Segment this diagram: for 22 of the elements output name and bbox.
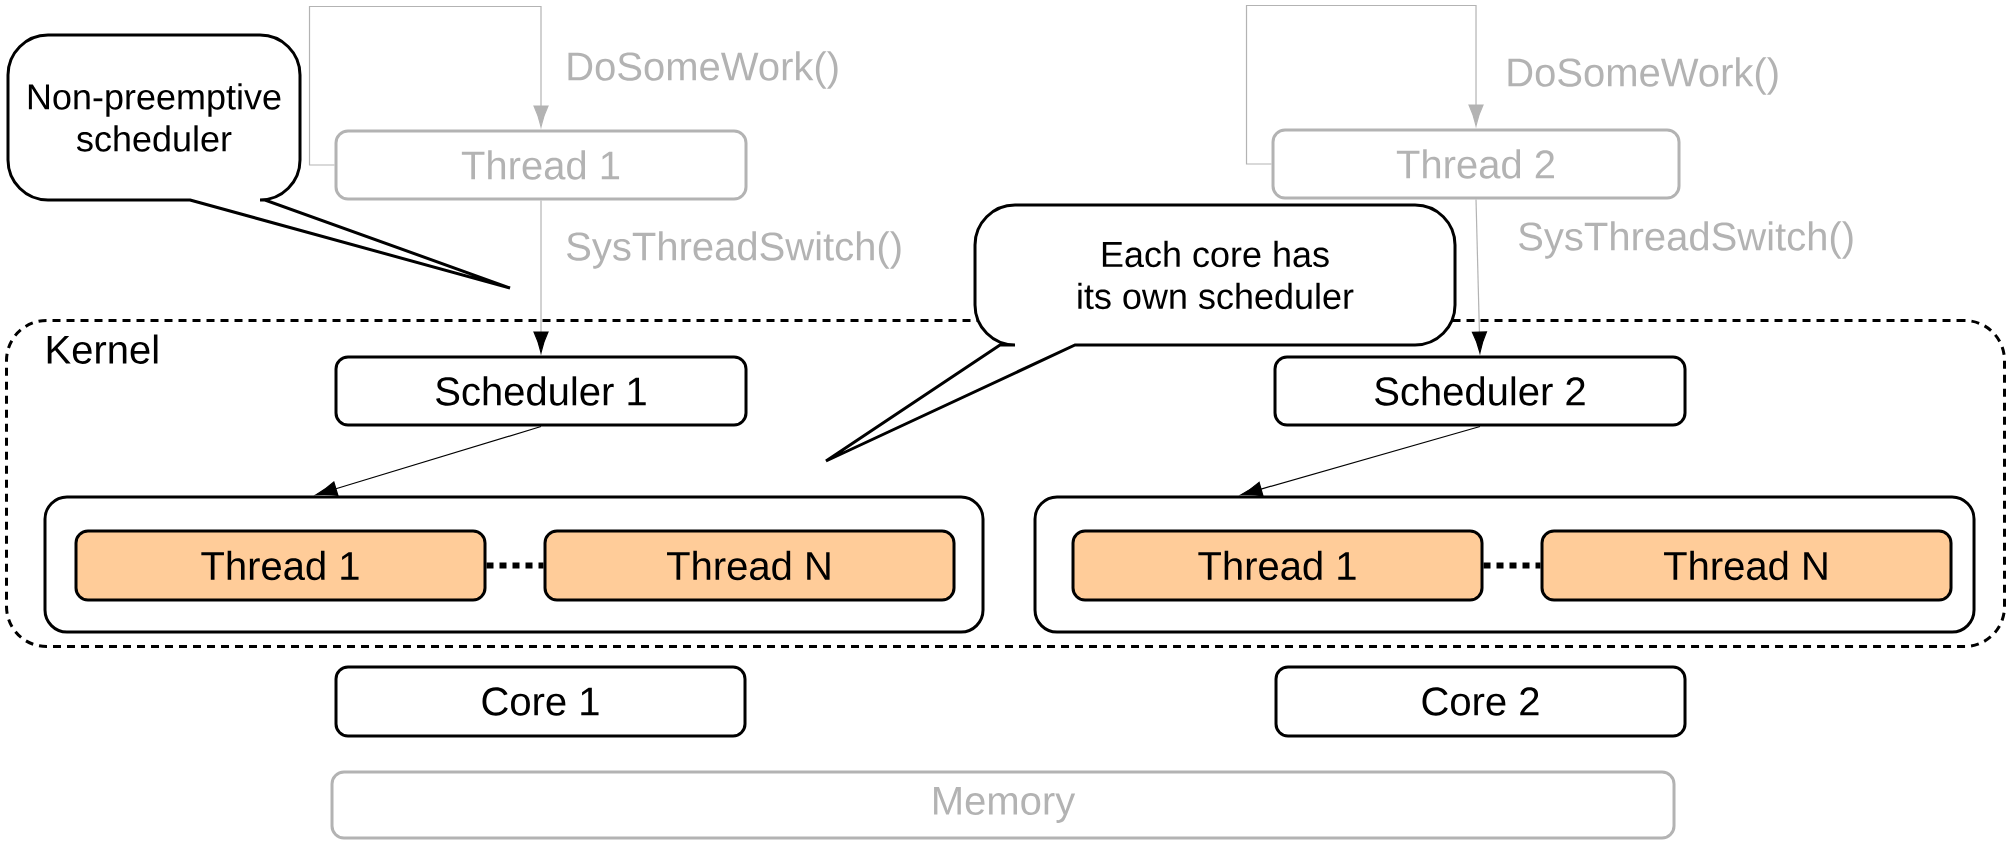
arrow [533,199,549,354]
thread-box: Thread 1 [334,129,748,201]
loop-arrow [308,5,549,166]
edge-label: DoSomeWork() [1503,55,1783,97]
thread-box: Thread 2 [1271,128,1681,200]
ellipsis-connector [486,562,544,569]
core-box: Core 2 [1274,665,1687,738]
thread-box: Thread 1 [1071,529,1484,602]
memory-box: Memory [330,770,1676,840]
edge-label: DoSomeWork() [563,49,843,91]
thread-box: Thread 1 [74,529,487,602]
arrow [1240,425,1481,497]
arrow [315,425,542,497]
ellipsis-connector [1483,562,1541,569]
scheduler-box: Scheduler 1 [334,355,748,427]
thread-box: Thread N [1540,529,1953,602]
core-box: Core 1 [334,665,747,738]
thread-box: Thread N [543,529,956,602]
arrow [1471,198,1488,354]
edge-label: SysThreadSwitch() [1515,219,1858,261]
loop-arrow [1245,4,1484,165]
scheduler-box: Scheduler 2 [1273,355,1687,427]
